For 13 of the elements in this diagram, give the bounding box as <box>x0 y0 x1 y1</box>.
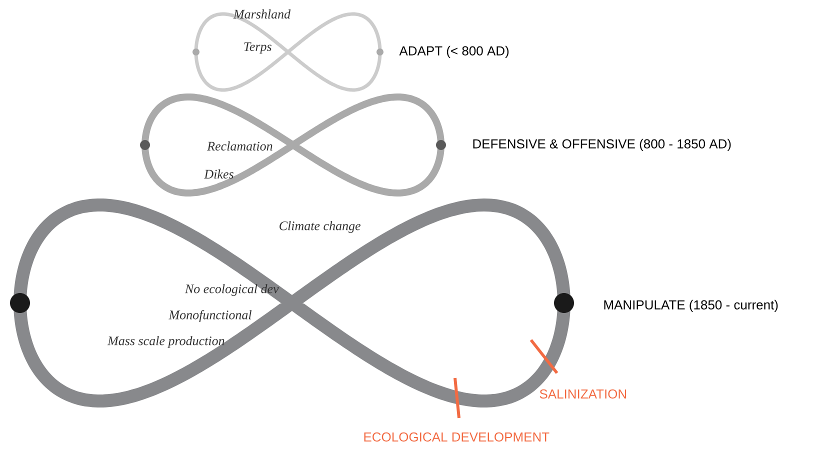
stage-label: ADAPT (< 800 AD) <box>399 46 509 58</box>
loop-label: Dikes <box>204 169 234 179</box>
effect-label: SALINIZATION <box>540 389 626 399</box>
loop-label: Marshland <box>233 9 291 19</box>
loop-label: Climate change <box>280 221 361 233</box>
loop-label: No ecological dev <box>184 284 279 296</box>
loop-label: Reclamation <box>207 141 272 151</box>
loop-label: Monofunctional <box>168 310 252 322</box>
loop-label: Terps <box>244 42 272 54</box>
stage-label: MANIPULATE (1850 - current) <box>604 300 778 312</box>
effect-label: ECOLOGICAL DEVELOPMENT <box>364 432 550 442</box>
stage-label: DEFENSIVE & OFFENSIVE (800 - 1850 AD) <box>473 138 731 152</box>
loop-label: Mass scale production <box>107 336 224 348</box>
